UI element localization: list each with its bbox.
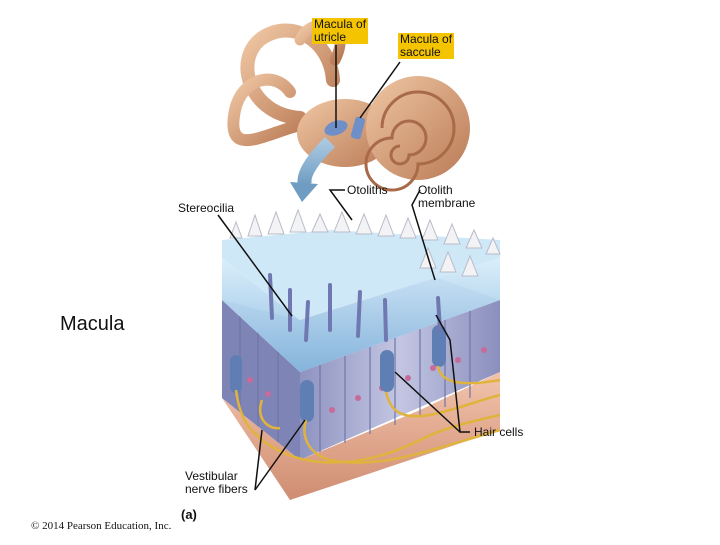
macula-of-utricle-label: Macula of utricle — [312, 17, 369, 44]
vestibular-nerve-fibers-label: Vestibular nerve fibers — [185, 469, 248, 496]
inner-ear-illustration — [227, 19, 470, 202]
hair-cells-label: Hair cells — [474, 425, 524, 439]
stereocilia-label: Stereocilia — [178, 201, 235, 215]
otolith-membrane-label: Otolith membrane — [418, 183, 476, 210]
leader-lines — [217, 45, 470, 491]
otoliths-label: Otoliths — [347, 183, 388, 197]
copyright-notice: © 2014 Pearson Education, Inc. — [31, 520, 172, 532]
figure-letter-label: (a) — [181, 507, 197, 522]
macula-of-saccule-label: Macula of saccule — [398, 32, 455, 59]
macula-label: Macula — [60, 313, 125, 335]
macula-block — [222, 208, 501, 500]
